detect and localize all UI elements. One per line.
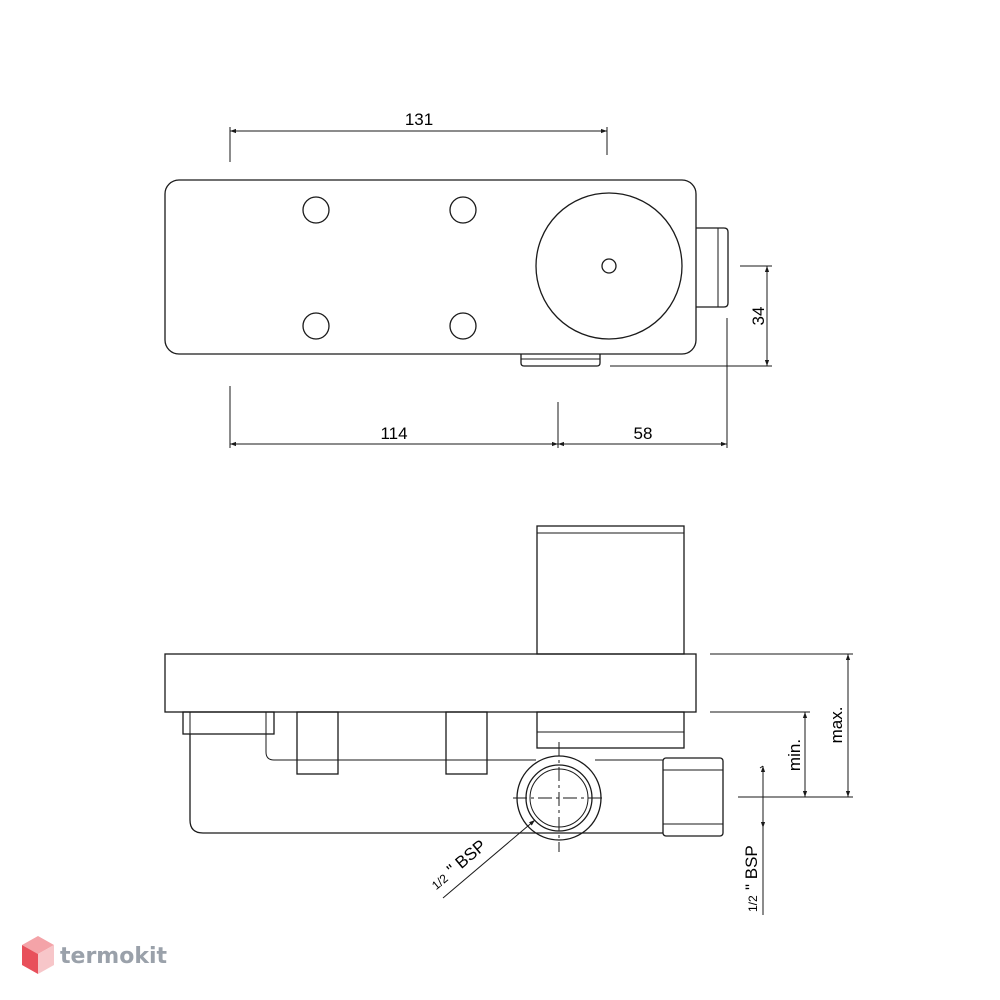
svg-text:1/2: 1/2	[429, 871, 451, 893]
mounting-hole	[302, 312, 330, 340]
brand-logo: termokit	[22, 936, 167, 974]
mounting-hole	[302, 196, 330, 224]
cartridge-block	[536, 711, 685, 749]
handle-circle	[535, 192, 683, 340]
side-view: max. min. 1/2 " BSP 1/2 " BSP	[164, 525, 853, 915]
svg-text:1/2: 1/2	[746, 895, 760, 912]
handle-cylinder	[536, 525, 685, 655]
dimension-label-34: 34	[749, 307, 768, 326]
cover-plate-side	[164, 653, 697, 713]
mounting-hole	[449, 312, 477, 340]
top-view: 131 34 114 58	[164, 110, 772, 448]
valve-body-pipe	[189, 734, 663, 834]
bottom-outlet-top	[520, 354, 601, 367]
side-outlet	[662, 757, 724, 837]
bsp-label-right: 1/2 " BSP	[742, 845, 761, 912]
mounting-plate-top	[164, 179, 697, 355]
left-connector	[182, 711, 275, 735]
dimension-label-min: min.	[785, 739, 804, 771]
mounting-hole	[449, 196, 477, 224]
svg-text:" BSP: " BSP	[443, 836, 490, 879]
side-outlet-top	[696, 227, 729, 308]
hexagon-logo-icon	[22, 936, 54, 974]
handle-spindle	[601, 258, 617, 274]
svg-text:" BSP: " BSP	[742, 845, 761, 890]
dimension-label-58: 58	[634, 424, 653, 443]
mounting-post	[445, 711, 488, 775]
dimension-131: 131	[229, 110, 608, 162]
dimension-label-max: max.	[827, 707, 846, 744]
dimension-label-114: 114	[380, 424, 407, 443]
dimension-label-131: 131	[405, 110, 433, 129]
brand-name: termokit	[60, 944, 167, 969]
mounting-post	[296, 711, 339, 775]
